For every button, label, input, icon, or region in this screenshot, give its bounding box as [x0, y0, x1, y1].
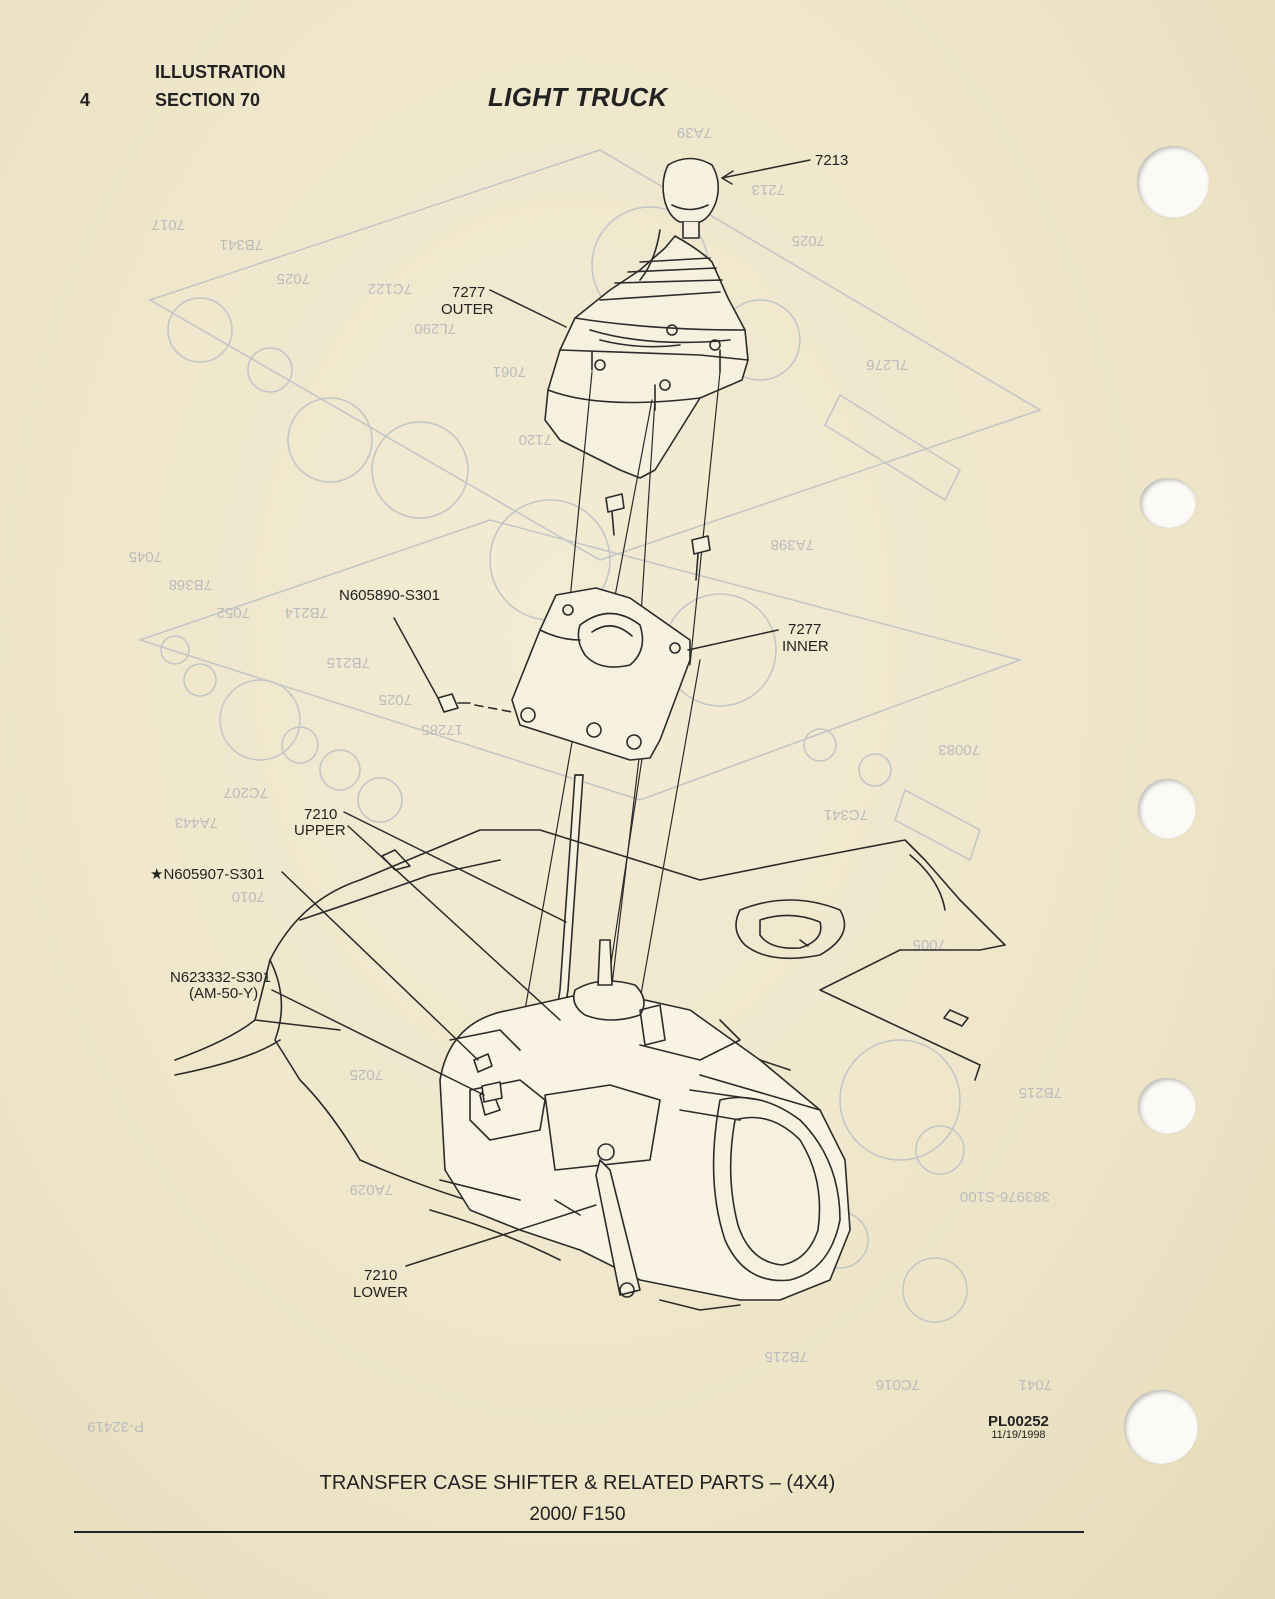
- callout-inner-boot-word: INNER: [782, 638, 829, 655]
- ghost-label: 70083: [938, 741, 980, 758]
- ghost-label: 7B215: [765, 1348, 808, 1365]
- ghost-label: 7C207: [224, 784, 268, 801]
- callout-star-bolt: ★N605907-S301: [150, 866, 264, 883]
- section-label: SECTION 70: [155, 90, 261, 110]
- illustration-label: ILLUSTRATION: [155, 62, 286, 82]
- ghost-label: 7213: [752, 181, 785, 198]
- page-number: 4: [80, 90, 91, 110]
- ghost-label: 7B214: [285, 604, 328, 621]
- callout-labels: 7213 7277 OUTER N605890-S301 7277 INNER …: [150, 152, 848, 1301]
- ghost-label: 7010: [232, 888, 265, 905]
- ghost-label: 7025: [379, 691, 412, 708]
- ghost-label: 7B368: [169, 576, 212, 593]
- ghost-label: 7017: [152, 216, 185, 233]
- ghost-label: 7A39: [677, 124, 712, 141]
- illustration-plate: PL00252 11/19/1998: [988, 1413, 1049, 1441]
- ghost-label: 7061: [493, 363, 526, 380]
- ghost-label: 7120: [519, 431, 552, 448]
- binder-hole-5: [1124, 1390, 1198, 1464]
- callout-lower-lever-number: 7210: [364, 1267, 397, 1284]
- ghost-label: 7025: [277, 270, 310, 287]
- show-through-text: 7A39 7213 7025 7017 7B341 7C122 7025 7L2…: [87, 124, 1062, 1435]
- ghost-label: 7005: [913, 936, 946, 953]
- ghost-label: 7C016: [876, 1376, 920, 1393]
- lever-clip: [473, 1053, 503, 1103]
- ghost-label: 7A398: [771, 536, 814, 553]
- ghost-label: 7A443: [175, 814, 218, 831]
- callout-upper-lever-number: 7210: [304, 806, 337, 823]
- callout-boot-screw: N605890-S301: [339, 587, 440, 604]
- ghost-label: 7025: [350, 1066, 383, 1083]
- boot-screw: [437, 693, 513, 713]
- line-art: [174, 157, 1006, 1311]
- binder-hole-4: [1138, 1078, 1196, 1134]
- binder-hole-2: [1140, 478, 1196, 528]
- callout-clip-number: N623332-S301: [170, 969, 271, 986]
- transfer-case: [429, 939, 851, 1311]
- figure-model: 2000/ F150: [529, 1504, 626, 1525]
- footer-rule: [74, 1531, 1084, 1533]
- floor-pan: [174, 829, 1006, 1216]
- ghost-label: 7041: [1019, 1376, 1052, 1393]
- figure-caption: TRANSFER CASE SHIFTER & RELATED PARTS – …: [319, 1472, 836, 1494]
- boot-bolts: [605, 493, 711, 581]
- ghost-label: 383976-S100: [960, 1188, 1050, 1205]
- ghost-label: 7052: [217, 604, 250, 621]
- ghost-label: 17285: [421, 721, 463, 738]
- ghost-label: 7B341: [220, 236, 263, 253]
- callout-outer-boot-number: 7277: [452, 284, 485, 301]
- binder-hole-3: [1138, 779, 1196, 839]
- ghost-label: 7A029: [350, 1181, 393, 1198]
- plate-date: 11/19/1998: [991, 1429, 1046, 1441]
- ghost-label: 7B215: [1019, 1084, 1062, 1101]
- plate-code: PL00252: [988, 1413, 1049, 1430]
- callout-knob: 7213: [815, 152, 848, 169]
- callout-clip-spec: (AM-50-Y): [189, 985, 258, 1002]
- ghost-label: 7C122: [368, 280, 412, 297]
- callout-lower-lever-word: LOWER: [353, 1284, 408, 1301]
- ghost-label: 7025: [792, 232, 825, 249]
- ghost-label: 7C341: [824, 806, 868, 823]
- ghost-label: 7L276: [866, 356, 908, 373]
- callout-upper-lever-word: UPPER: [294, 822, 346, 839]
- callout-inner-boot-number: 7277: [788, 621, 821, 638]
- ghost-label: P-32419: [87, 1418, 144, 1435]
- ghost-label: 7L290: [414, 320, 456, 337]
- shift-knob: [662, 157, 720, 239]
- ghost-label: 7B215: [327, 654, 370, 671]
- ghost-label: 7045: [129, 548, 162, 565]
- inner-boot: [511, 587, 691, 761]
- leader-lines: [271, 159, 811, 1267]
- binder-hole-1: [1137, 146, 1209, 218]
- page-title: LIGHT TRUCK: [488, 82, 668, 112]
- callout-outer-boot-word: OUTER: [441, 301, 494, 318]
- outer-boot: [544, 229, 749, 479]
- assembly-guide-lines: [524, 371, 721, 1011]
